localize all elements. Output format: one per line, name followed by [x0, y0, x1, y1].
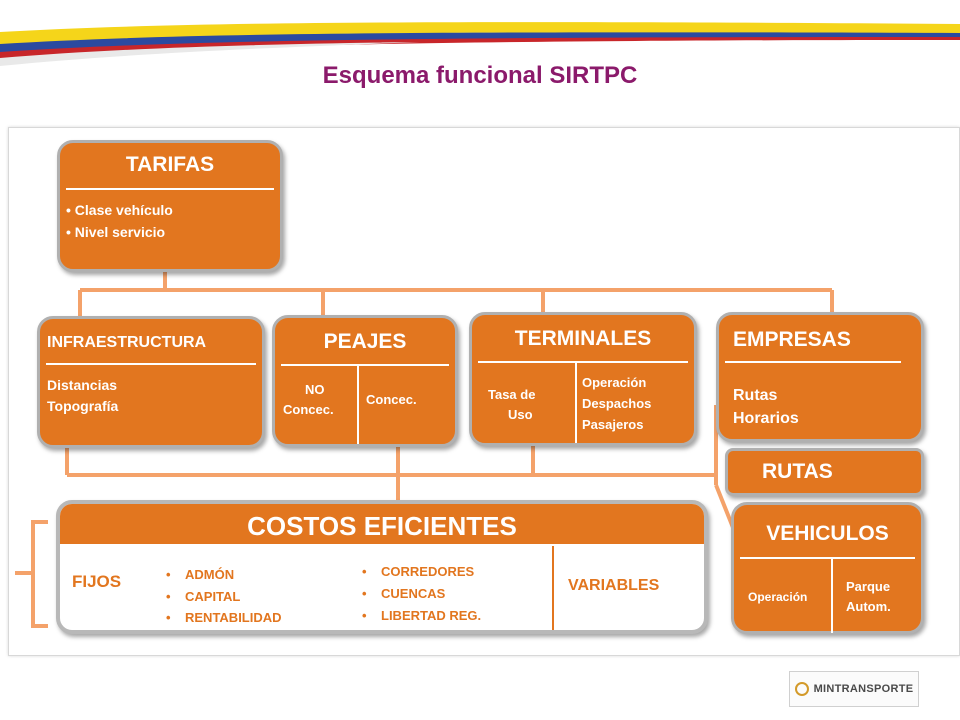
infraestructura-divider: [46, 363, 256, 365]
infraestructura-box: INFRAESTRUCTURA Distancias Topografía: [37, 316, 265, 448]
costos-header: [60, 504, 704, 544]
vehiculos-title: VEHICULOS: [766, 522, 889, 545]
rutas-title: RUTAS: [762, 460, 833, 483]
terminales-title: TERMINALES: [514, 327, 652, 350]
tarifas-title: TARIFAS: [125, 153, 215, 176]
peajes-left-2: Concec.: [283, 402, 334, 417]
tarifas-box: TARIFAS • Clase vehículo • Nivel servici…: [57, 140, 283, 272]
list-item: • Clase vehículo: [66, 202, 173, 218]
infraestructura-line-2: Topografía: [47, 398, 119, 414]
page-title: Esquema funcional SIRTPC: [322, 62, 638, 89]
costos-col2-item-3: • LIBERTAD REG.: [362, 608, 482, 623]
costos-eficientes-box: COSTOS EFICIENTES FIJOS • ADMÓN • CAPITA…: [56, 500, 708, 634]
list-item: • Nivel servicio: [66, 224, 166, 240]
header-banner: [0, 22, 960, 66]
peajes-right: Concec.: [366, 392, 417, 407]
peajes-col-divider: [357, 366, 359, 444]
costos-variables-label: VARIABLES: [568, 577, 660, 594]
vehiculos-col-divider: [831, 559, 833, 633]
empresas-box: EMPRESAS Rutas Horarios: [716, 312, 924, 442]
terminales-left-1: Tasa de: [488, 387, 536, 402]
costos-col2-item-2: • CUENCAS: [362, 586, 446, 601]
tarifas-list: • Clase vehículo • Nivel servicio: [66, 199, 173, 243]
costos-col1-item-3: • RENTABILIDAD: [166, 610, 282, 625]
costos-col1-item-2: • CAPITAL: [166, 589, 241, 604]
terminales-right-3: Pasajeros: [582, 417, 644, 432]
peajes-box: PEAJES NO Concec. Concec.: [272, 315, 458, 447]
terminales-divider: [478, 361, 688, 363]
costos-col1-item-1: • ADMÓN: [166, 567, 235, 582]
peajes-divider: [281, 364, 449, 366]
infraestructura-line-1: Distancias: [47, 377, 118, 393]
vehiculos-box: VEHICULOS Operación Parque Autom.: [731, 502, 924, 634]
empresas-title: EMPRESAS: [733, 328, 851, 351]
tarifas-divider: [66, 188, 274, 190]
empresas-line-2: Horarios: [733, 410, 799, 427]
mintransporte-logo: MINTRANSPORTE: [789, 671, 919, 707]
logo-text: MINTRANSPORTE: [813, 683, 914, 695]
rutas-box: RUTAS: [725, 448, 924, 496]
costos-fijos-label: FIJOS: [72, 572, 122, 591]
vehiculos-divider: [740, 557, 915, 559]
terminales-right-2: Despachos: [582, 396, 652, 411]
peajes-title: PEAJES: [323, 330, 407, 353]
peajes-left-1: NO: [305, 382, 325, 397]
terminales-right-1: Operación: [582, 375, 647, 390]
vehiculos-left: Operación: [748, 590, 808, 604]
terminales-box: TERMINALES Tasa de Uso Operación Despach…: [469, 312, 697, 446]
vehiculos-right-1: Parque: [846, 579, 891, 594]
coat-of-arms-icon: [794, 682, 809, 696]
costos-title: COSTOS EFICIENTES: [247, 511, 517, 541]
costos-col-divider: [552, 546, 554, 630]
terminales-left-2: Uso: [508, 407, 533, 422]
vehiculos-right-2: Autom.: [846, 599, 891, 614]
empresas-divider: [725, 361, 901, 363]
infraestructura-title: INFRAESTRUCTURA: [47, 334, 207, 351]
costos-col2-item-1: • CORREDORES: [362, 564, 475, 579]
terminales-col-divider: [575, 363, 577, 443]
empresas-line-1: Rutas: [733, 387, 778, 404]
